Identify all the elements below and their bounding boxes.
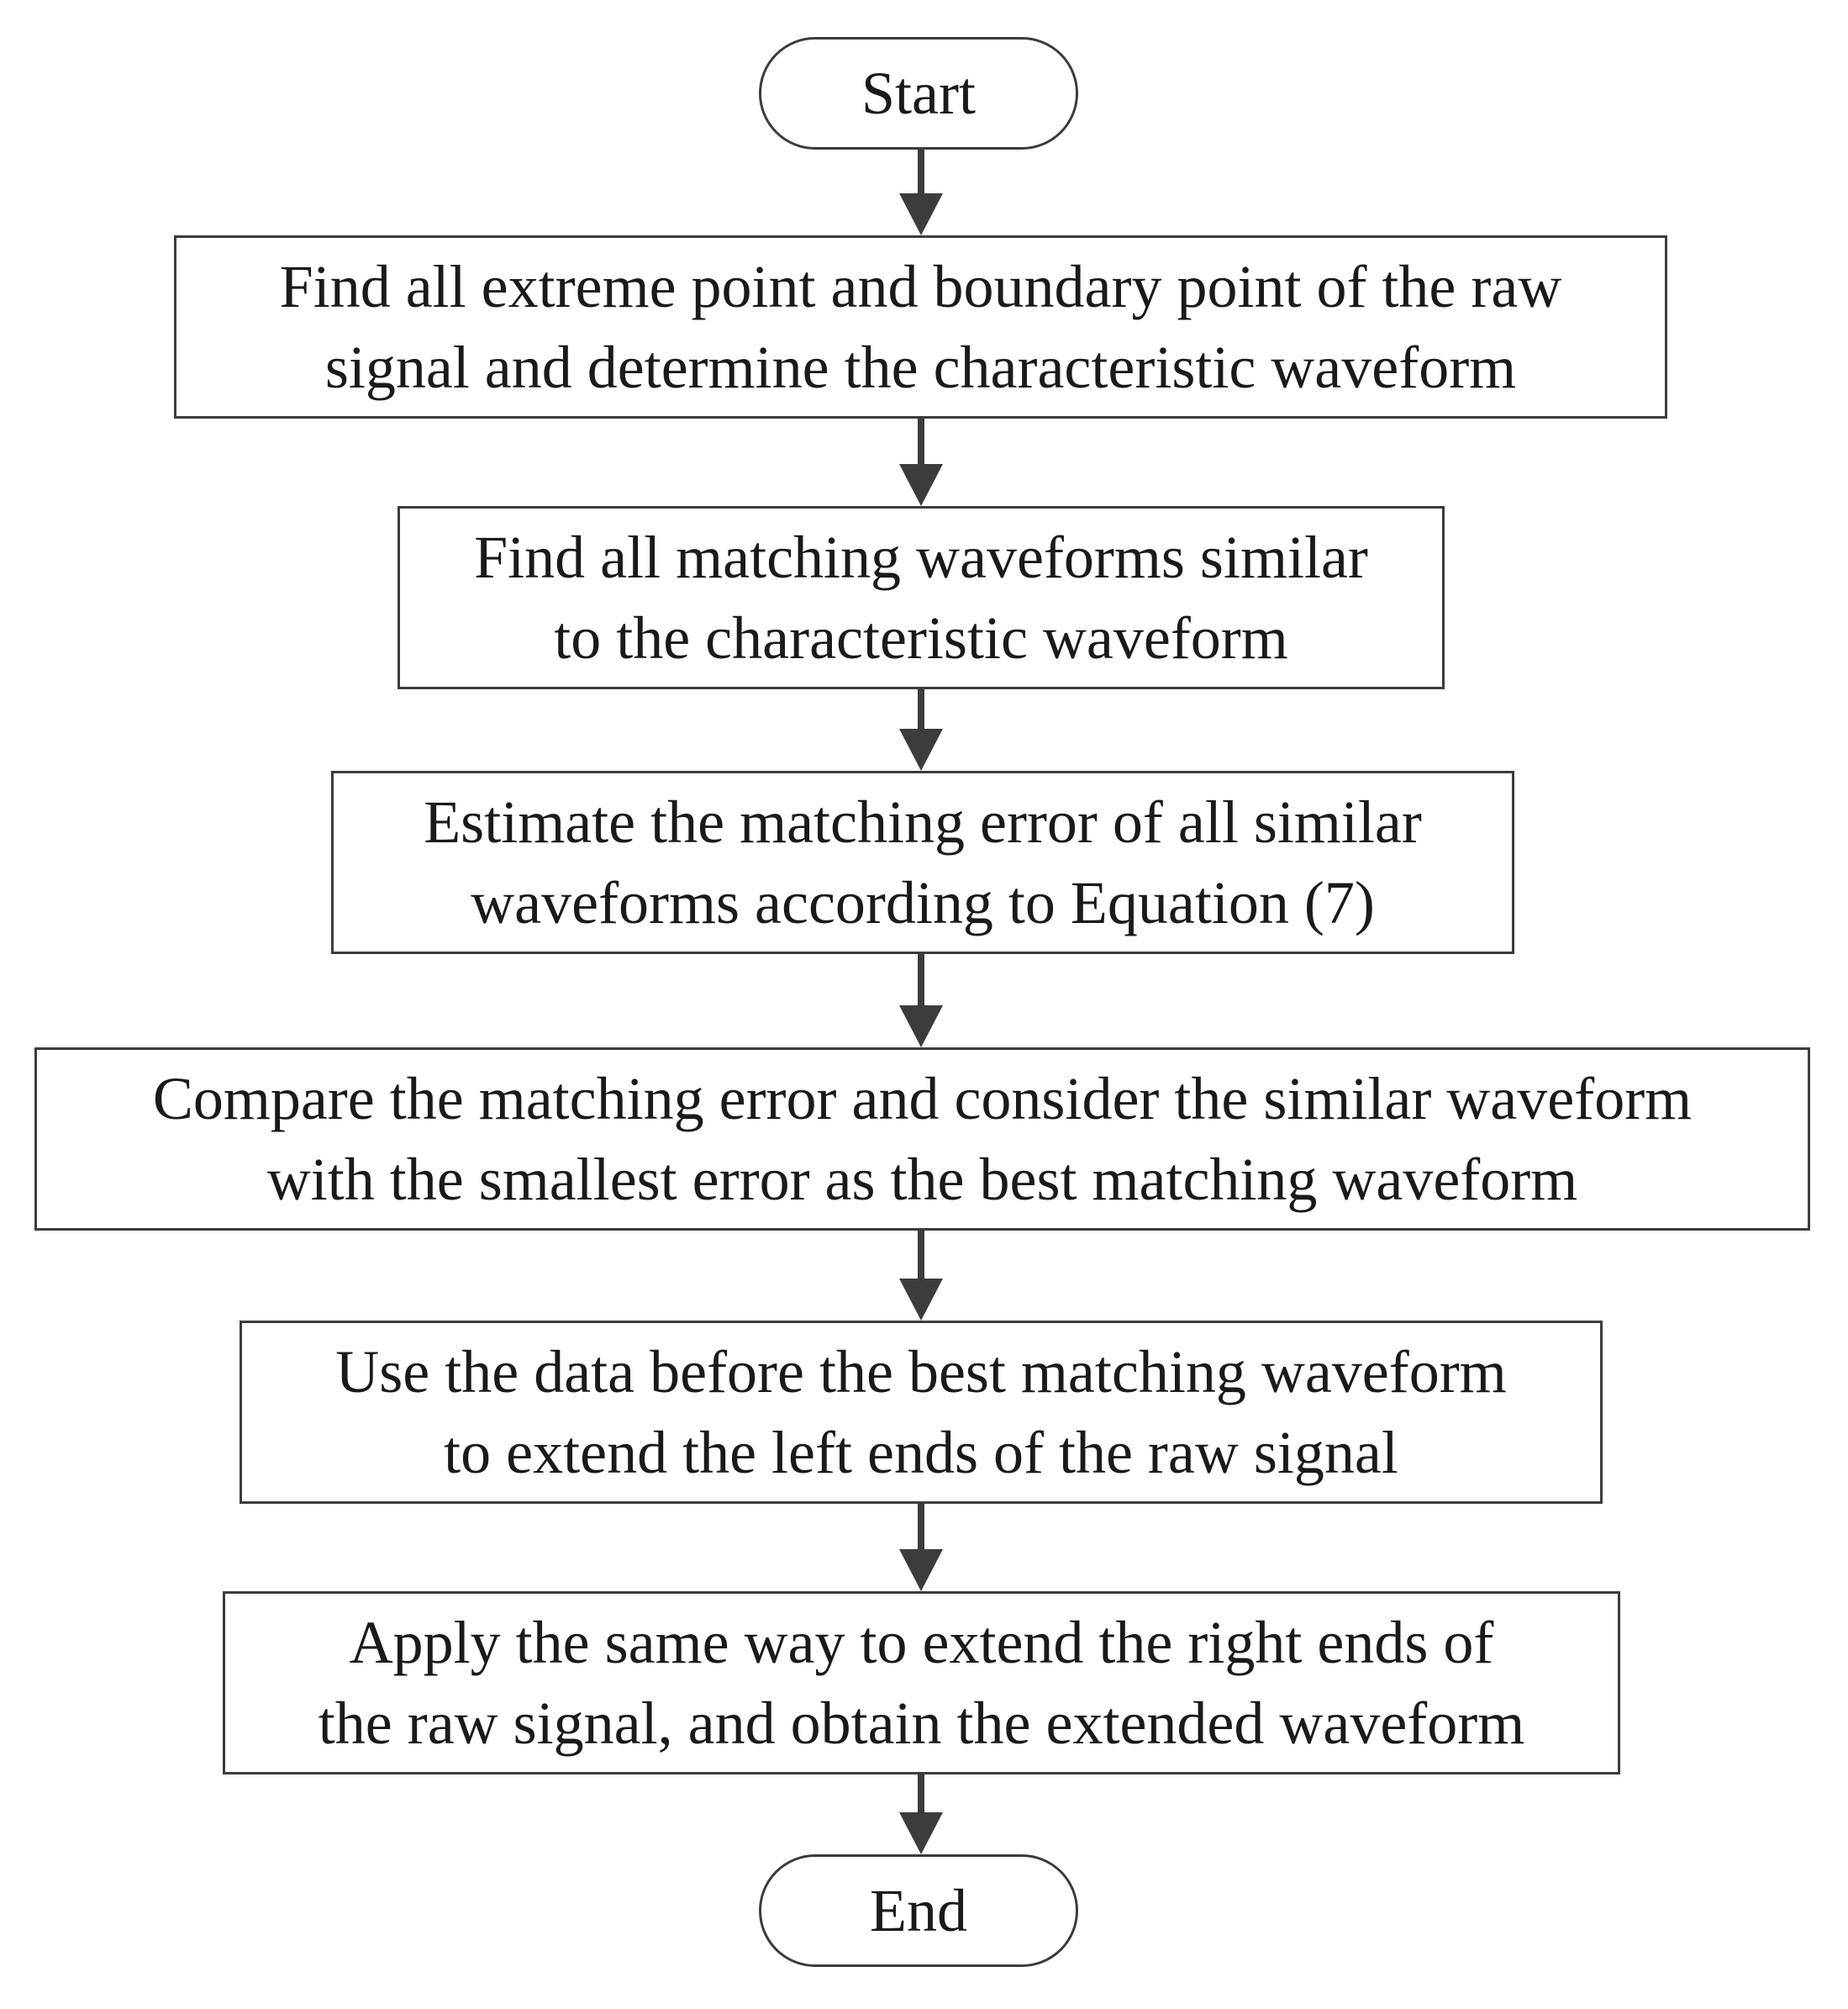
arrow-start-to-step1-head xyxy=(899,193,943,235)
arrow-step4-to-step5-shaft xyxy=(918,1231,924,1282)
step-text-line: Find all matching waveforms similar xyxy=(474,524,1368,591)
step-text-line: Estimate the matching error of all simil… xyxy=(424,788,1422,856)
arrow-step5-to-step6-head xyxy=(899,1549,943,1591)
step-text-line: to the characteristic waveform xyxy=(554,604,1288,672)
step-text-line: Find all extreme point and boundary poin… xyxy=(279,253,1562,320)
step-text-line: to extend the left ends of the raw signa… xyxy=(444,1419,1398,1486)
arrow-start-to-step1-shaft xyxy=(918,150,924,197)
start-terminal: Start xyxy=(759,37,1078,150)
process-step-find-matching-waveforms: Find all matching waveforms similar to t… xyxy=(398,506,1445,689)
arrow-step3-to-step4-head xyxy=(899,1005,943,1047)
arrow-step1-to-step2-shaft xyxy=(918,419,924,467)
step-text-line: Use the data before the best matching wa… xyxy=(335,1338,1507,1405)
process-step-find-extreme-points: Find all extreme point and boundary poin… xyxy=(174,235,1667,419)
step-text-line: waveforms according to Equation (7) xyxy=(471,869,1375,936)
step-text-line: Compare the matching error and consider … xyxy=(152,1065,1693,1132)
process-step-extend-right-ends: Apply the same way to extend the right e… xyxy=(223,1591,1620,1774)
process-step-estimate-matching-error: Estimate the matching error of all simil… xyxy=(331,771,1514,954)
process-step-extend-left-ends: Use the data before the best matching wa… xyxy=(240,1321,1603,1504)
arrow-step2-to-step3-head xyxy=(899,729,943,771)
step-text-line: Apply the same way to extend the right e… xyxy=(349,1609,1494,1676)
arrow-step4-to-step5-head xyxy=(899,1279,943,1321)
arrow-step3-to-step4-shaft xyxy=(918,954,924,1009)
step-text-line: the raw signal, and obtain the extended … xyxy=(318,1690,1525,1757)
arrow-step5-to-step6-shaft xyxy=(918,1504,924,1553)
process-step-compare-matching-error: Compare the matching error and consider … xyxy=(34,1047,1810,1231)
arrow-step1-to-step2-head xyxy=(899,464,943,506)
step-text-line: signal and determine the characteristic … xyxy=(324,334,1517,401)
end-terminal: End xyxy=(759,1854,1078,1967)
arrow-step2-to-step3-shaft xyxy=(918,689,924,732)
arrow-step6-to-end-shaft xyxy=(918,1774,924,1816)
end-label: End xyxy=(870,1877,967,1944)
arrow-step6-to-end-head xyxy=(899,1812,943,1854)
step-text-line: with the smallest error as the best matc… xyxy=(266,1146,1578,1213)
start-label: Start xyxy=(861,60,976,127)
